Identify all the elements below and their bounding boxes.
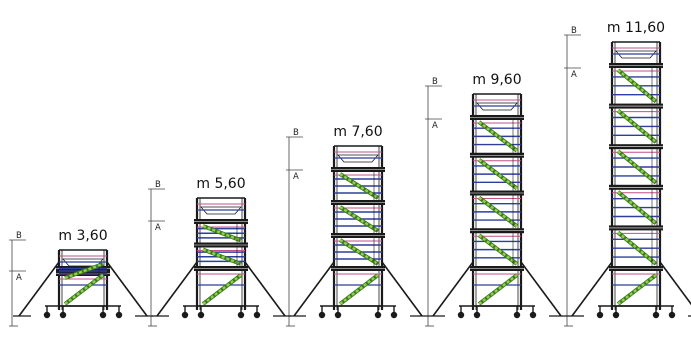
diagonal-brace-fill bbox=[478, 121, 518, 152]
base-diagonal-fill bbox=[202, 274, 242, 305]
toe-board bbox=[200, 206, 242, 215]
diagonal-brace-fill bbox=[617, 150, 657, 184]
left-outrigger bbox=[156, 261, 198, 317]
diagonal-brace-fill bbox=[339, 238, 379, 266]
diagonal-brace-fill bbox=[617, 109, 657, 144]
diagonal-brace-fill bbox=[339, 172, 379, 200]
right-outrigger bbox=[106, 261, 148, 317]
base-diagonal-fill bbox=[617, 274, 657, 305]
dimension-label-B: B bbox=[293, 128, 299, 138]
base-diagonal-fill bbox=[339, 274, 379, 305]
left-outrigger bbox=[293, 261, 335, 317]
castor-wheel bbox=[457, 311, 465, 319]
castor-wheel bbox=[334, 311, 342, 319]
castor-wheel bbox=[473, 311, 481, 319]
dimension-label-A: A bbox=[16, 273, 22, 283]
right-outrigger bbox=[520, 261, 562, 317]
diagonal-brace-fill bbox=[478, 234, 518, 265]
diagonal-brace-fill bbox=[339, 205, 379, 233]
scaffold-tower-4: m 9,60 B A bbox=[425, 72, 567, 327]
dimension-label-A: A bbox=[571, 70, 577, 80]
base-diagonal-fill bbox=[478, 274, 518, 305]
castor-wheel bbox=[253, 311, 261, 319]
toe-board bbox=[337, 154, 379, 163]
castor-wheel bbox=[390, 311, 398, 319]
castor-wheel bbox=[513, 311, 521, 319]
scaffold-tower-2: m 5,60 B A bbox=[148, 176, 291, 327]
scaffold-tower-3: m 7,60 B A bbox=[286, 124, 428, 327]
diagonal-brace-fill bbox=[64, 262, 104, 280]
dimension-label-B: B bbox=[155, 180, 161, 190]
diagonal-brace-fill bbox=[202, 248, 242, 266]
tower-height-label: m 3,60 bbox=[58, 228, 107, 244]
dimension-label-B: B bbox=[16, 231, 22, 241]
castor-wheel bbox=[374, 311, 382, 319]
diagonal-brace-fill bbox=[478, 158, 518, 190]
castor-wheel bbox=[43, 311, 51, 319]
tower-height-label: m 7,60 bbox=[333, 124, 382, 140]
dimension-label-A: A bbox=[155, 223, 161, 233]
tower-height-label: m 11,60 bbox=[607, 20, 665, 36]
diagonal-brace-fill bbox=[617, 69, 657, 103]
diagonal-brace-fill bbox=[617, 231, 657, 265]
toe-board bbox=[615, 50, 657, 59]
left-outrigger bbox=[432, 261, 474, 317]
diagonal-brace-fill bbox=[202, 224, 242, 242]
castor-wheel bbox=[115, 311, 123, 319]
toe-board bbox=[476, 102, 518, 111]
right-outrigger bbox=[381, 261, 423, 317]
castor-wheel bbox=[181, 311, 189, 319]
base-diagonal-fill bbox=[64, 274, 104, 305]
castor-wheel bbox=[652, 311, 660, 319]
scaffold-tower-1: m 3,60 B A bbox=[9, 228, 153, 327]
right-outrigger bbox=[244, 261, 286, 317]
castor-wheel bbox=[197, 311, 205, 319]
tower-height-label: m 5,60 bbox=[196, 176, 245, 192]
dimension-label-B: B bbox=[571, 26, 577, 36]
left-outrigger bbox=[571, 261, 613, 317]
diagonal-brace-fill bbox=[478, 196, 518, 228]
dimension-label-B: B bbox=[432, 77, 438, 87]
castor-wheel bbox=[596, 311, 604, 319]
diagonal-brace-fill bbox=[617, 190, 657, 225]
scaffold-tower-5: m 11,60 B A bbox=[564, 20, 691, 327]
castor-wheel bbox=[237, 311, 245, 319]
castor-wheel bbox=[668, 311, 676, 319]
castor-wheel bbox=[318, 311, 326, 319]
castor-wheel bbox=[99, 311, 107, 319]
dimension-label-A: A bbox=[432, 121, 438, 131]
castor-wheel bbox=[529, 311, 537, 319]
castor-wheel bbox=[612, 311, 620, 319]
castor-wheel bbox=[59, 311, 67, 319]
dimension-label-A: A bbox=[293, 172, 299, 182]
tower-height-label: m 9,60 bbox=[472, 72, 521, 88]
left-outrigger bbox=[18, 261, 60, 317]
right-outrigger bbox=[659, 261, 691, 306]
